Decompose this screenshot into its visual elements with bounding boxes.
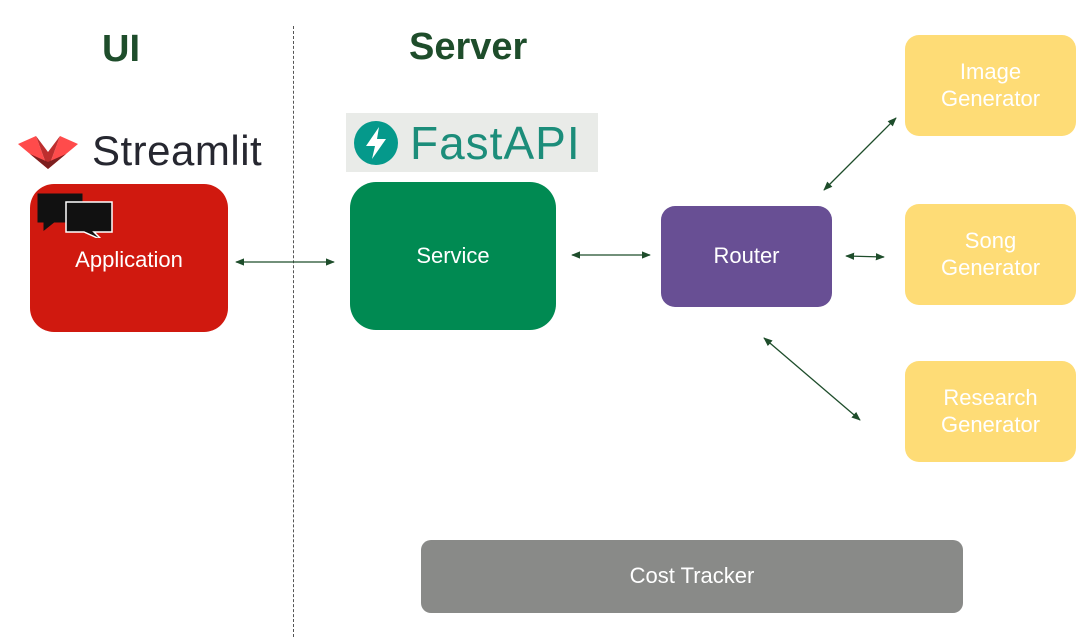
arrow-router-image-generator (823, 117, 897, 191)
image-generator-label-line1: Image (959, 59, 1022, 85)
cost-tracker-box: Cost Tracker (421, 540, 963, 613)
chat-bubbles-icon (37, 193, 113, 238)
song-generator-box: Song Generator (905, 204, 1076, 305)
image-generator-box: Image Generator (905, 35, 1076, 136)
router-box: Router (661, 206, 832, 307)
streamlit-logo-text: Streamlit (92, 127, 263, 174)
service-label: Service (416, 242, 490, 268)
image-generator-label-line2: Generator (940, 85, 1041, 111)
application-label: Application (75, 246, 183, 272)
service-box: Service (350, 182, 556, 330)
lightning-bolt-icon (354, 120, 398, 165)
router-label: Router (713, 243, 780, 269)
fastapi-logo-text: FastAPI (410, 116, 581, 169)
song-generator-label-line2: Generator (940, 254, 1041, 280)
research-generator-label-line1: Research (943, 385, 1038, 411)
research-generator-label-line2: Generator (940, 411, 1041, 437)
ui-server-divider (293, 26, 294, 637)
ui-heading: UI (102, 28, 140, 70)
streamlit-logo: Streamlit (18, 126, 262, 176)
song-generator-label-line1: Song (964, 228, 1017, 254)
cost-tracker-label: Cost Tracker (629, 563, 755, 589)
server-heading: Server (409, 26, 528, 68)
arrow-router-song-generator (845, 252, 885, 261)
arrow-router-research-generator (763, 337, 861, 421)
streamlit-crown-icon (18, 136, 78, 169)
fastapi-logo: FastAPI (346, 113, 598, 172)
research-generator-box: Research Generator (905, 361, 1076, 462)
